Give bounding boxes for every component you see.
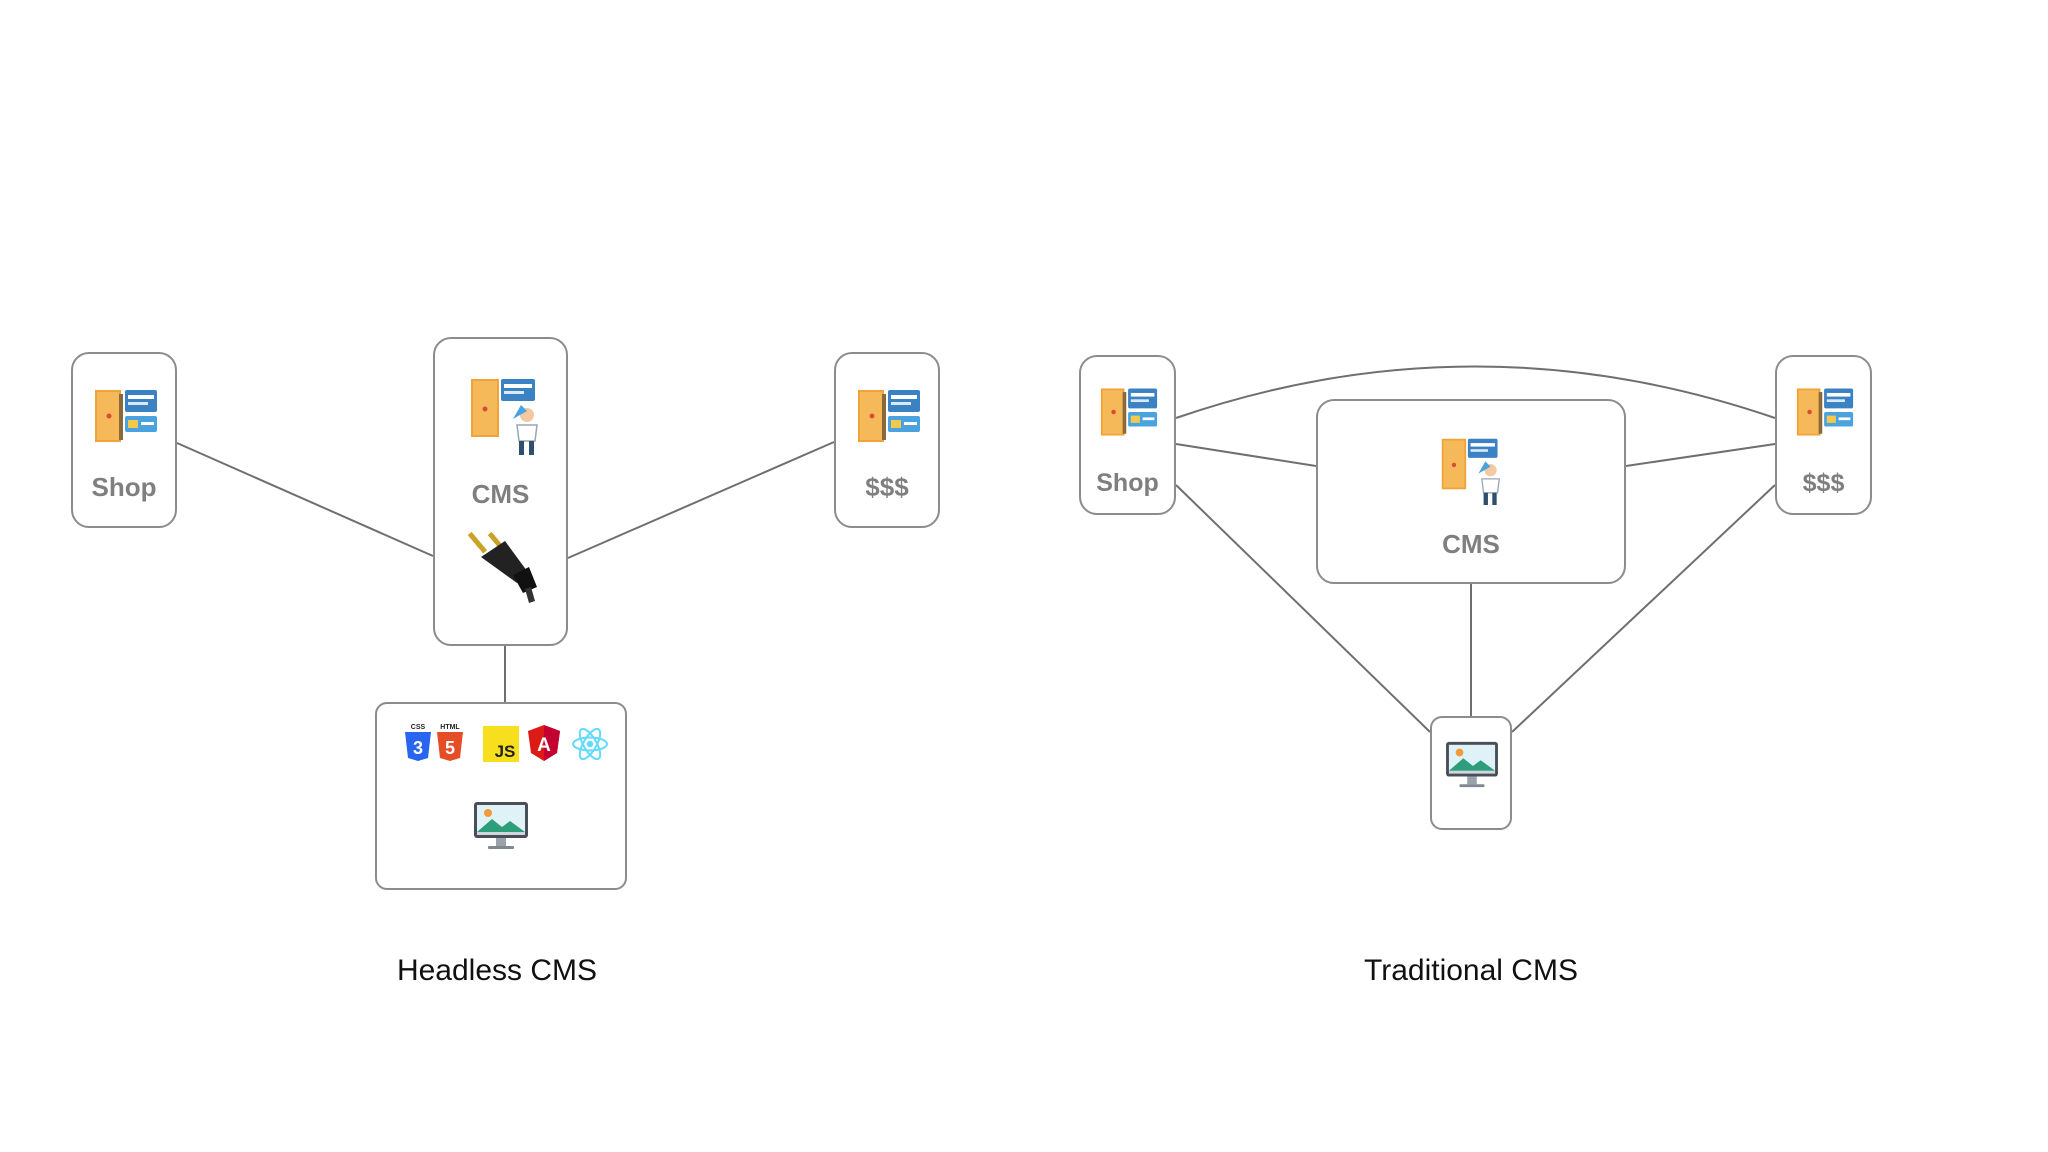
payment-label: $$$ [1802, 469, 1845, 497]
headless-payment-node: $$$ [834, 352, 940, 528]
javascript-icon: JS [483, 726, 519, 762]
link-shop-payment-arc [1175, 365, 1776, 419]
svg-text:CSS: CSS [411, 724, 426, 731]
storefront-door-icon [858, 390, 920, 442]
svg-text:HTML: HTML [440, 724, 460, 731]
shop-label: Shop [91, 472, 157, 502]
cms-editor-icon [1441, 438, 1501, 505]
svg-text:5: 5 [445, 738, 455, 758]
cms-editor-icon [471, 379, 538, 455]
storefront-door-icon [95, 390, 157, 442]
react-icon [572, 727, 608, 761]
cms-label: CMS [1442, 529, 1500, 559]
link-cms-payment-traditional [1625, 443, 1776, 467]
cms-label: CMS [471, 479, 530, 509]
storefront-door-icon [1100, 388, 1158, 436]
traditional-caption: Traditional CMS [1364, 954, 1578, 987]
traditional-monitor-node [1430, 716, 1512, 830]
traditional-cms-node: CMS [1316, 399, 1626, 584]
link-payment-monitor-traditional [1511, 484, 1776, 733]
link-shop-cms-traditional [1175, 443, 1317, 467]
storefront-door-icon [1796, 388, 1854, 436]
traditional-shop-node: Shop [1079, 355, 1176, 515]
headless-cms-node: CMS [433, 337, 568, 646]
link-cms-payment-headless [567, 441, 835, 559]
svg-text:A: A [537, 735, 551, 756]
svg-text:3: 3 [413, 738, 423, 758]
css3-icon: CSS 3 [405, 724, 431, 761]
headless-frontend-node: CSS 3 HTML 5 JS A [375, 702, 627, 890]
html5-icon: HTML 5 [437, 724, 463, 761]
svg-text:JS: JS [495, 742, 516, 761]
angular-icon: A [528, 725, 560, 761]
headless-caption: Headless CMS [396, 954, 598, 987]
headless-shop-node: Shop [71, 352, 177, 528]
payment-label: $$$ [865, 472, 909, 502]
monitor-icon [1446, 741, 1498, 788]
shop-label: Shop [1096, 469, 1159, 497]
monitor-icon [474, 802, 528, 849]
link-shop-cms-headless [176, 442, 434, 557]
plug-icon [467, 531, 537, 603]
traditional-payment-node: $$$ [1775, 355, 1872, 515]
link-shop-monitor-traditional [1175, 484, 1431, 733]
